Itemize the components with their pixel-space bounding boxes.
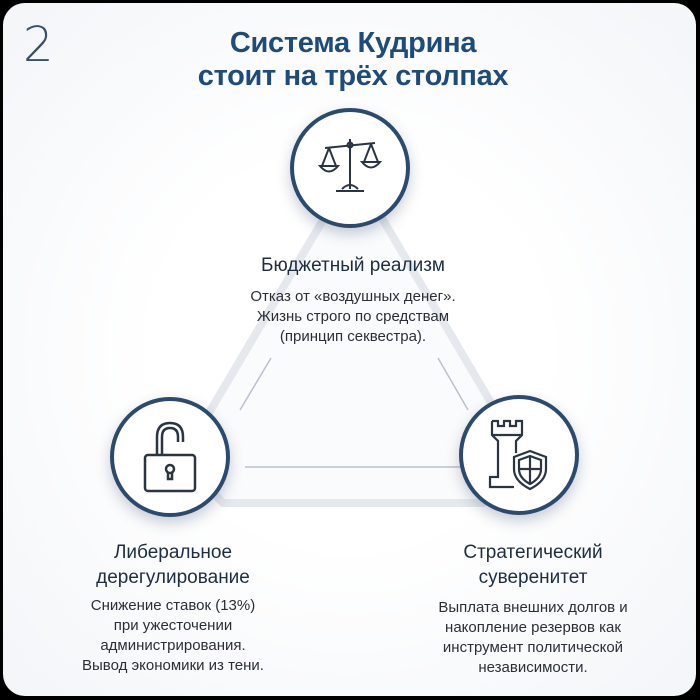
- pillar-deregulation-circle: [110, 397, 230, 517]
- title-line-1: Система Кудрина: [229, 27, 477, 59]
- pillar-budget-desc: Отказ от «воздушных денег». Жизнь строго…: [153, 287, 553, 347]
- desc-line: Отказ от «воздушных денег».: [250, 288, 456, 305]
- desc-line: администрирования.: [100, 637, 246, 654]
- title-line: дерегулирование: [96, 567, 250, 588]
- triangle-connector: [192, 189, 514, 507]
- desc-line: независимости.: [478, 659, 588, 676]
- pillar-budget-title: Бюджетный реализм: [261, 255, 445, 276]
- pillar-budget-circle: [290, 108, 410, 228]
- desc-line: Жизнь строго по средствам: [256, 308, 450, 325]
- pillar-sovereignty-title: Стратегический суверенитет: [403, 540, 663, 590]
- slide-number: 2: [23, 17, 54, 73]
- title-line-2: стоит на трёх столпах: [197, 60, 509, 92]
- desc-line: при ужесточении: [113, 617, 233, 634]
- edge-right: [437, 357, 469, 411]
- title-line: Либеральное: [113, 542, 233, 563]
- desc-line: (принцип секвестра).: [279, 328, 427, 345]
- desc-line: Выплата внешних долгов и: [438, 599, 628, 616]
- tower-shield-icon: [488, 419, 548, 491]
- title-line: Стратегический: [463, 542, 603, 563]
- desc-line: инструмент политической: [442, 639, 624, 656]
- scales-icon: [317, 139, 383, 192]
- infographic-card: 2 Система Кудрина стоит на трёх столпах …: [3, 3, 696, 696]
- unlocked-padlock-icon: [143, 421, 197, 493]
- pillar-deregulation-title: Либеральное дерегулирование: [53, 540, 293, 590]
- pillar-sovereignty-circle: [459, 395, 579, 515]
- page-title: Система Кудрина стоит на трёх столпах: [3, 27, 696, 93]
- pillar-sovereignty-desc: Выплата внешних долгов и накопление резе…: [403, 598, 663, 678]
- desc-line: Снижение ставок (13%): [90, 597, 256, 614]
- title-line: суверенитет: [478, 567, 588, 588]
- pillar-deregulation-desc: Снижение ставок (13%) при ужесточении ад…: [53, 596, 293, 676]
- edge-left: [239, 357, 272, 411]
- desc-line: накопление резервов как: [445, 619, 621, 636]
- desc-line: Вывод экономики из тени.: [82, 657, 264, 674]
